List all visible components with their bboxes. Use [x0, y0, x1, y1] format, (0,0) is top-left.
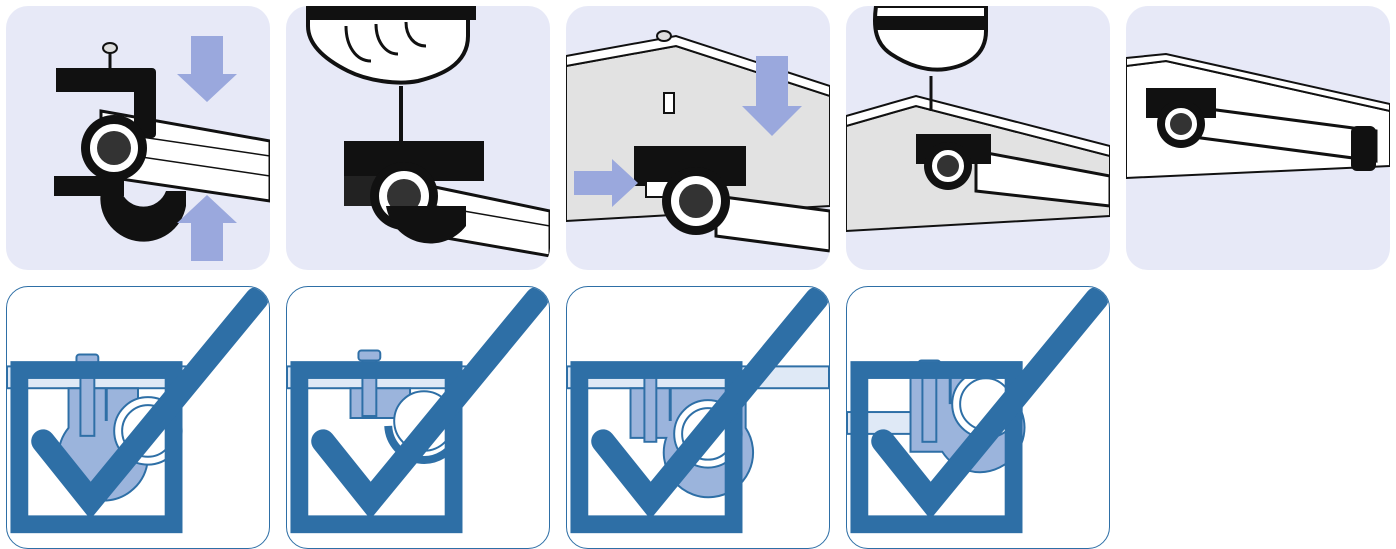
screw-to-ceiling-icon	[846, 6, 1110, 270]
checkmark-box-icon	[847, 287, 1109, 548]
rail-mounted-icon	[1126, 6, 1390, 270]
step-5-panel	[1126, 6, 1390, 270]
checkmark-box-icon	[7, 287, 269, 548]
checkmark-box-icon	[567, 287, 829, 548]
variant-3-panel	[566, 286, 830, 549]
snap-bracket-on-rail-icon	[6, 6, 270, 270]
mount-to-ceiling-icon	[566, 6, 830, 270]
variant-4-panel	[846, 286, 1110, 549]
screwdriver-tighten-icon	[286, 6, 550, 270]
variant-2-panel	[286, 286, 550, 549]
step-1-panel	[6, 6, 270, 270]
checkmark-box-icon	[287, 287, 549, 548]
step-4-panel	[846, 6, 1110, 270]
step-3-panel	[566, 6, 830, 270]
step-2-panel	[286, 6, 550, 270]
variant-1-panel	[6, 286, 270, 549]
